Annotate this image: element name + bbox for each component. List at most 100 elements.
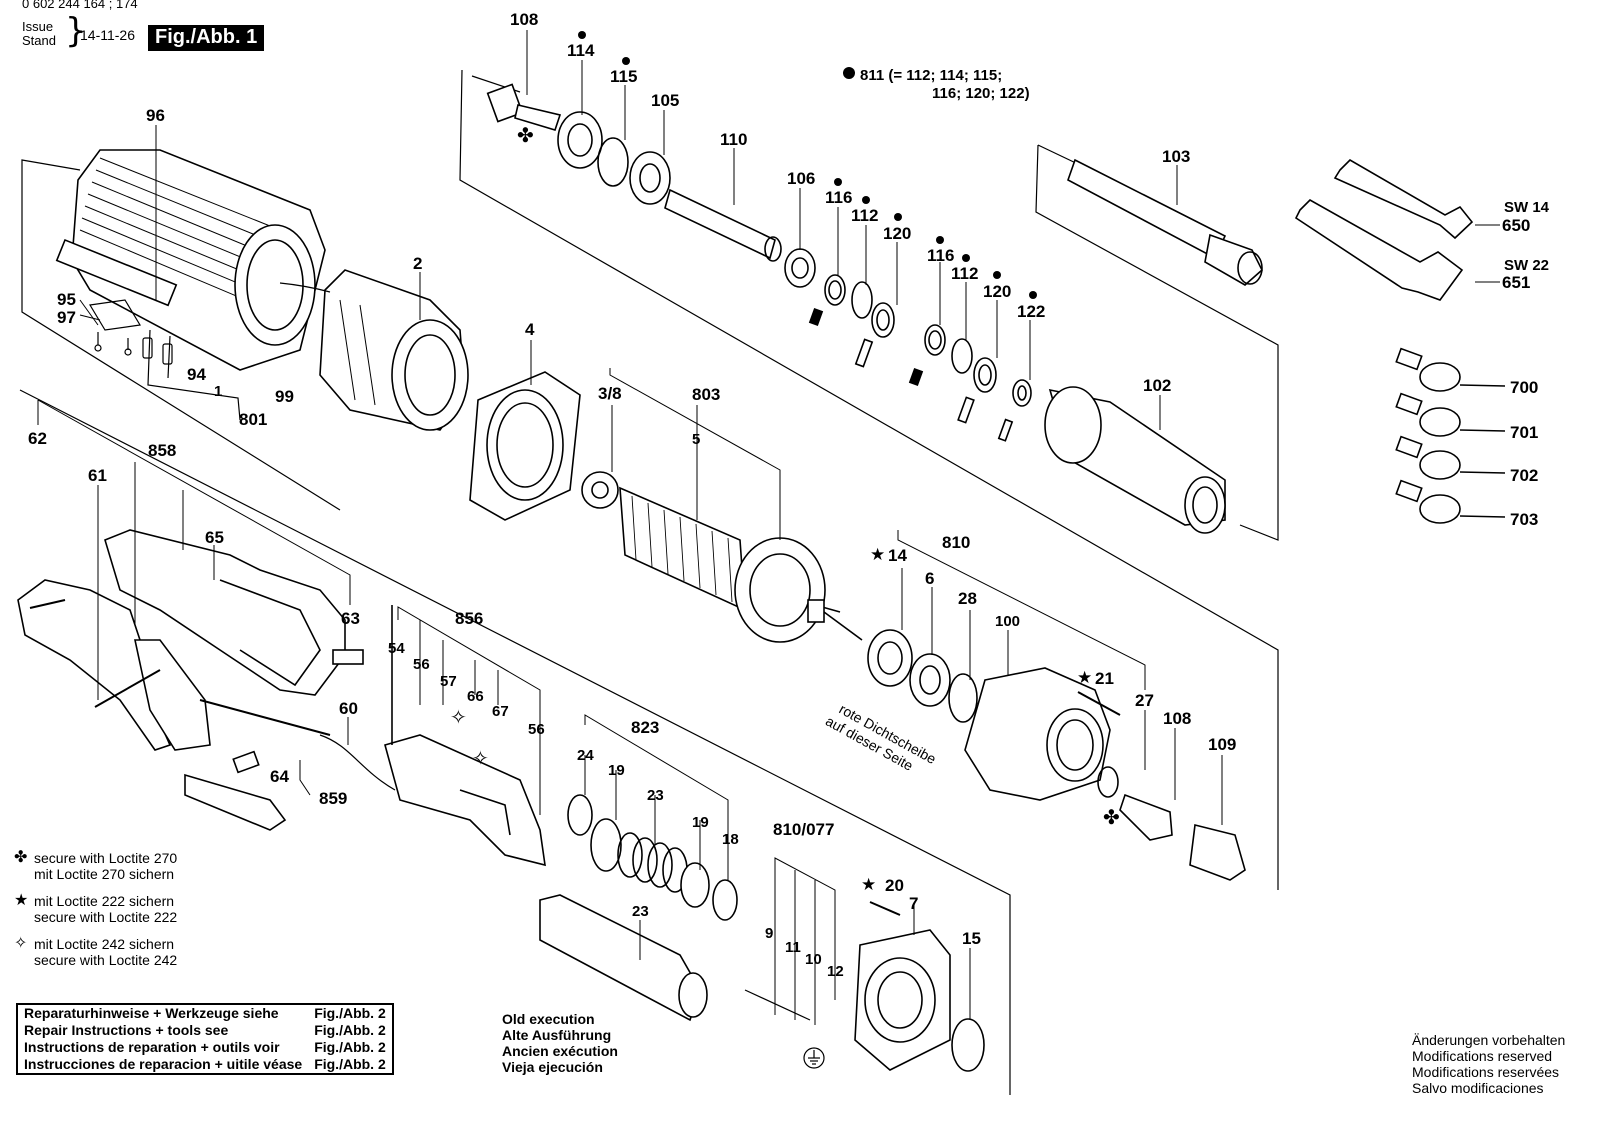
repair-ref: Fig./Abb. 2: [314, 1005, 386, 1021]
sleeve-103: [1067, 158, 1263, 286]
changes-reserved-note: Änderungen vorbehalten Modifications res…: [1412, 1032, 1565, 1096]
legend-symbol: ✧: [14, 935, 28, 952]
label-810: 810: [942, 533, 970, 552]
legend-line: mit Loctite 242 sichern: [34, 936, 175, 952]
label-651: 651: [1502, 273, 1530, 292]
label-57: 57: [440, 673, 457, 690]
label-112b: 112: [951, 264, 978, 283]
dot-icon: [894, 213, 902, 221]
label-97: 97: [57, 308, 76, 327]
label-105: 105: [651, 91, 679, 110]
label-10: 10: [805, 951, 822, 968]
legend-line: mit Loctite 222 sichern: [34, 893, 175, 909]
label-94: 94: [187, 365, 206, 384]
loctite-242-icon: ✧: [472, 748, 489, 770]
label-700: 700: [1510, 378, 1538, 397]
legend-line: secure with Loctite 222: [34, 909, 178, 925]
repair-ref: Fig./Abb. 2: [314, 1022, 386, 1038]
label-56a: 56: [413, 656, 430, 673]
label-23a: 23: [647, 787, 664, 804]
kit-note-line2: 116; 120; 122): [932, 85, 1030, 102]
label-703: 703: [1510, 510, 1538, 529]
label-18: 18: [722, 831, 739, 848]
label-15: 15: [962, 929, 981, 948]
repair-ref: Fig./Abb. 2: [314, 1039, 386, 1055]
changes-line: Modifications reserved: [1412, 1048, 1553, 1064]
switch-assembly: [384, 605, 546, 867]
label-99: 99: [275, 387, 294, 406]
label-62: 62: [28, 429, 47, 448]
label-3-8: 3/8: [598, 384, 622, 403]
repair-text: Repair Instructions + tools see: [24, 1022, 229, 1038]
dot-icon: [993, 271, 1001, 279]
table-row: Instructions de reparation + outils voir…: [17, 1039, 393, 1056]
label-650: 650: [1502, 216, 1530, 235]
label-116a: 116: [825, 188, 852, 207]
old-execution-note: Old execution Alte Ausführung Ancien exé…: [502, 1011, 618, 1075]
label-sw14: SW 14: [1504, 199, 1550, 216]
dot-icon: [936, 236, 944, 244]
legend-line: secure with Loctite 270: [34, 850, 178, 866]
label-112a: 112: [851, 206, 878, 225]
label-54: 54: [388, 640, 405, 657]
red-washer-note: rote Dichtscheibe auf dieser Seite: [823, 701, 939, 774]
loctite-222-icon: ★: [870, 545, 885, 564]
label-6: 6: [925, 569, 934, 588]
frame-spindle: [459, 69, 1279, 890]
repair-text: Instructions de reparation + outils voir: [24, 1039, 280, 1055]
issue-label: Issue: [22, 19, 54, 34]
label-102: 102: [1143, 376, 1171, 395]
dot-icon: [962, 254, 970, 262]
label-110: 110: [720, 130, 747, 149]
label-56b: 56: [528, 721, 545, 738]
label-64: 64: [270, 767, 289, 786]
end-cap-810: [867, 629, 1246, 881]
changes-line: Modifications reservées: [1412, 1064, 1560, 1080]
screws-brushes: [89, 299, 241, 421]
old-execution-line: Old execution: [502, 1011, 595, 1027]
frame-lower: [19, 389, 1011, 1095]
dot-icon: [1029, 291, 1037, 299]
label-24: 24: [577, 747, 594, 764]
part-numbers: 0 602 244 164 ; 174: [22, 0, 138, 11]
label-sw22: SW 22: [1504, 257, 1549, 274]
label-23b: 23: [632, 903, 649, 920]
legend-symbol: ★: [14, 892, 29, 909]
label-115: 115: [610, 67, 637, 86]
label-108a: 108: [510, 10, 538, 29]
label-2: 2: [413, 254, 422, 273]
dot-icon: [834, 178, 842, 186]
motor-housing: [55, 149, 326, 371]
label-63: 63: [341, 609, 360, 628]
table-row: Repair Instructions + tools see Fig./Abb.…: [17, 1022, 393, 1039]
legend-symbol: ✤: [14, 849, 28, 866]
old-execution-line: Alte Ausführung: [502, 1027, 612, 1043]
loctite-222-icon: ★: [861, 875, 876, 894]
label-810-077: 810/077: [773, 820, 834, 839]
label-120a: 120: [883, 224, 911, 243]
dot-icon: [622, 57, 630, 65]
label-28: 28: [958, 589, 977, 608]
dot-icon: [578, 31, 586, 39]
label-61: 61: [88, 466, 107, 485]
label-701: 701: [1510, 423, 1538, 442]
label-803: 803: [692, 385, 720, 404]
label-27: 27: [1135, 691, 1154, 710]
brace-glyph: }: [65, 11, 87, 51]
issue-stand-labels: Issue Stand: [22, 20, 56, 48]
field-coil: [279, 269, 469, 431]
loctite-270-icon: ✤: [1103, 807, 1120, 829]
collets: [1395, 347, 1506, 524]
label-100: 100: [995, 613, 1020, 630]
label-859: 859: [319, 789, 347, 808]
label-20: 20: [885, 876, 904, 895]
repair-text: Instrucciones de reparacion + uitile véa…: [24, 1056, 303, 1072]
label-856: 856: [455, 609, 483, 628]
issue-date: 14-11-26: [80, 27, 136, 43]
label-14: 14: [888, 546, 907, 565]
legend-line: mit Loctite 270 sichern: [34, 866, 175, 882]
